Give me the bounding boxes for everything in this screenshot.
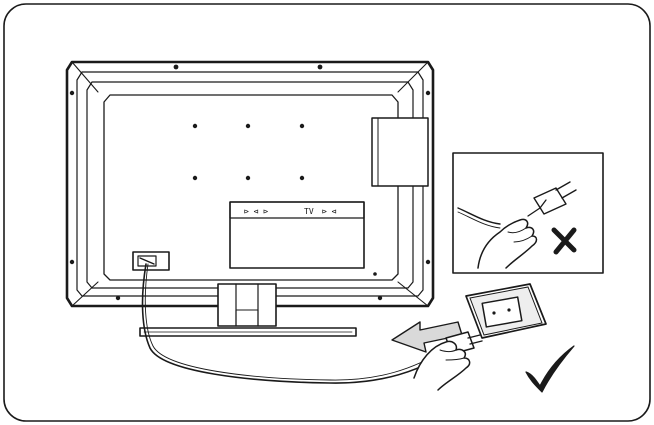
screw bbox=[69, 90, 75, 96]
inset-wrong-way bbox=[452, 152, 604, 274]
screw bbox=[173, 64, 179, 70]
ac-inlet bbox=[132, 251, 170, 271]
checkmark-icon bbox=[525, 345, 575, 393]
hand-holding-plug bbox=[413, 331, 483, 391]
wall-socket bbox=[465, 283, 547, 339]
screw bbox=[425, 259, 431, 265]
unplugged-plug bbox=[527, 181, 577, 217]
svg-text:⊳ ⊲ ⊳: ⊳ ⊲ ⊳ bbox=[244, 207, 268, 216]
tv-inner-rim bbox=[76, 71, 424, 297]
screw bbox=[377, 295, 383, 301]
tv-stand bbox=[139, 283, 357, 337]
screw bbox=[69, 259, 75, 265]
vesa-mount-holes bbox=[192, 123, 305, 181]
cross-icon bbox=[551, 227, 577, 255]
screw bbox=[115, 295, 121, 301]
tv-back: ⊳ ⊲ ⊳ TV ⊳ ⊲ bbox=[65, 60, 435, 337]
svg-text:⊳ ⊲: ⊳ ⊲ bbox=[322, 207, 337, 216]
connector-panel: ⊳ ⊲ ⊳ TV ⊳ ⊲ bbox=[229, 201, 365, 269]
side-connector-panel bbox=[371, 117, 429, 187]
screw bbox=[425, 90, 431, 96]
power-cord bbox=[141, 263, 449, 384]
screw bbox=[317, 64, 323, 70]
tv-rear-panel bbox=[103, 94, 399, 281]
outer-frame bbox=[3, 3, 651, 422]
connector-label: TV bbox=[304, 207, 314, 216]
tv-inner-rim-2 bbox=[86, 81, 414, 289]
